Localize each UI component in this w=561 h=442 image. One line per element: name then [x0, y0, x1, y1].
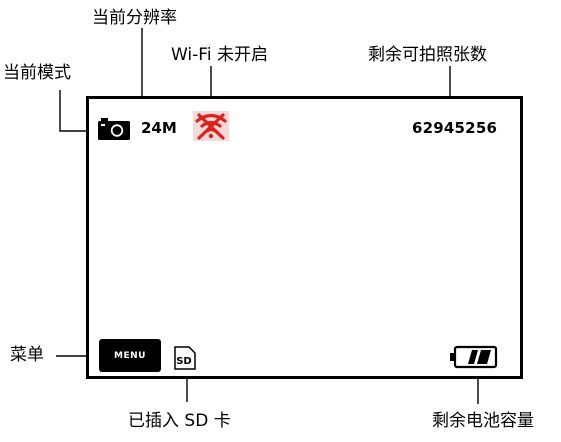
label-current-mode: 当前模式	[3, 63, 71, 83]
label-remaining-shots: 剩余可拍照张数	[368, 45, 487, 65]
wifi-off-icon	[193, 111, 229, 141]
label-remaining-battery: 剩余电池容量	[432, 411, 534, 431]
label-sd-inserted: 已插入 SD 卡	[128, 411, 231, 431]
sd-card-icon: SD	[174, 346, 196, 370]
camera-icon	[98, 118, 130, 140]
label-wifi-off: Wi-Fi 未开启	[171, 45, 268, 65]
label-current-resolution: 当前分辨率	[92, 8, 177, 28]
resolution-value: 24M	[141, 119, 177, 137]
camera-screen	[86, 96, 523, 379]
menu-button[interactable]: MENU	[99, 339, 161, 372]
sd-card-label: SD	[176, 356, 192, 367]
battery-icon	[450, 345, 498, 369]
label-menu: 菜单	[10, 345, 44, 365]
shots-remaining-value: 62945256	[412, 119, 498, 137]
